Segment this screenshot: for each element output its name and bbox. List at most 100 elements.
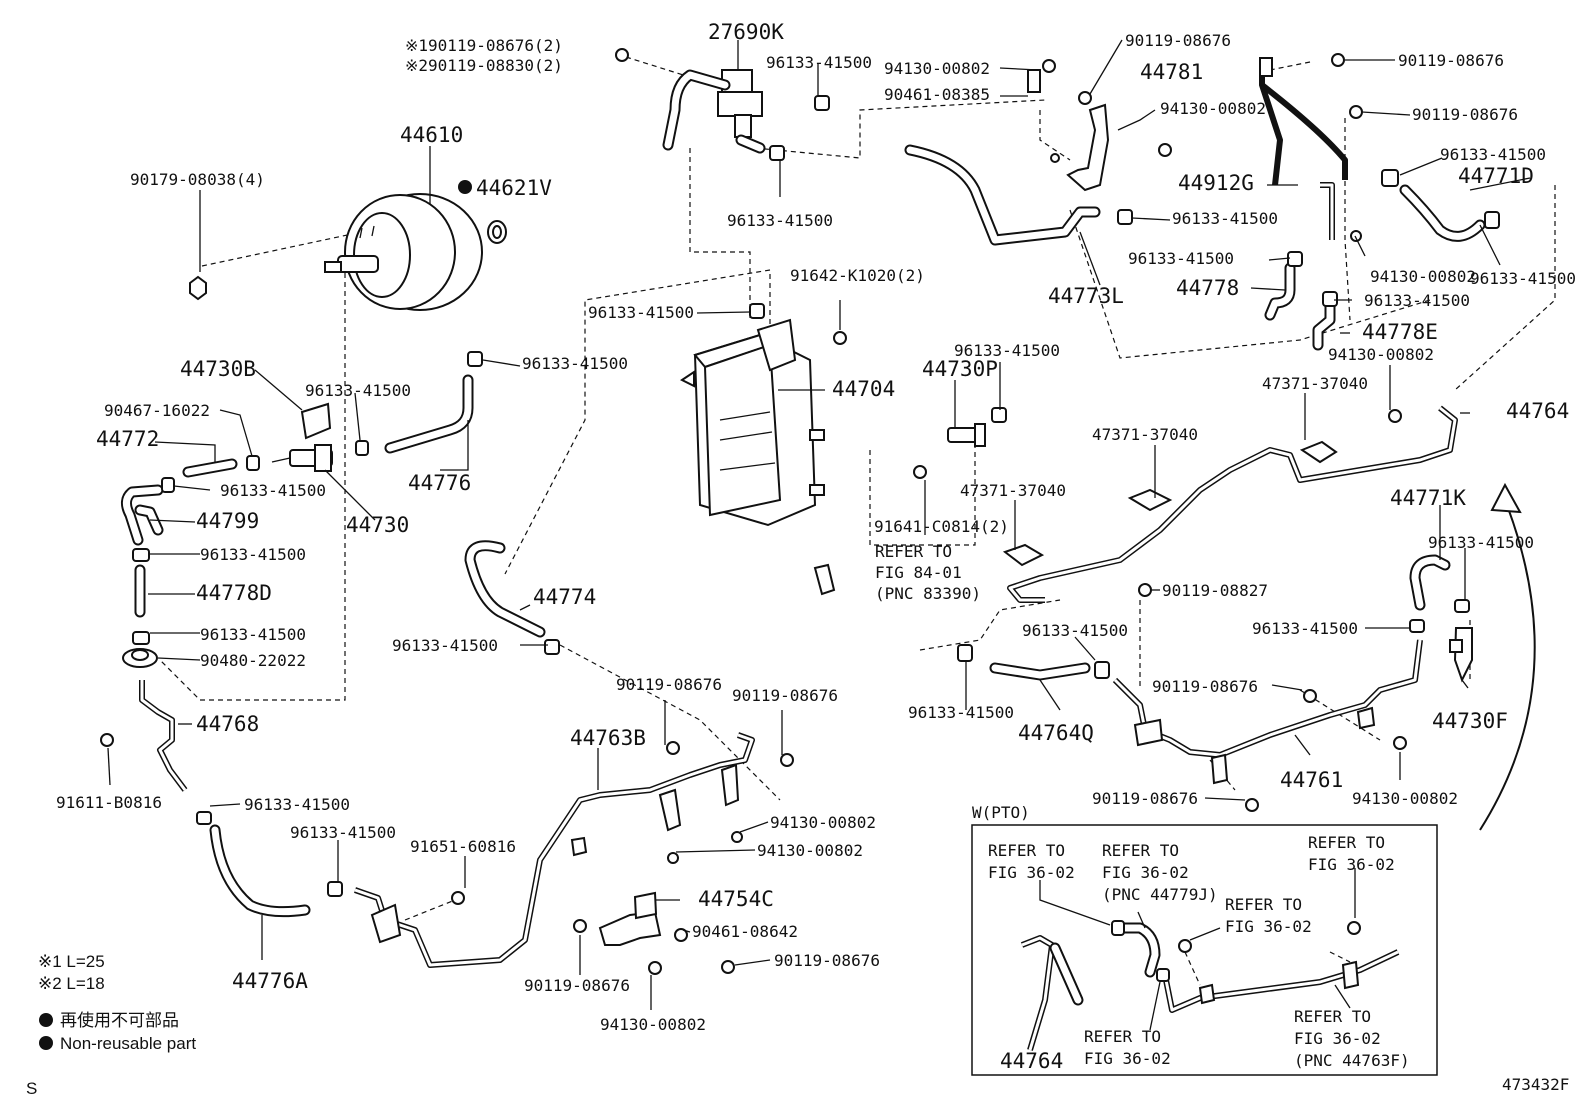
- direction-arrow: [1479, 499, 1536, 831]
- label-44772: 44772: [96, 427, 159, 451]
- label-44730B: 44730B: [180, 357, 256, 381]
- legend-note2: ※2 L=18: [38, 974, 105, 993]
- sensor-83390: [813, 563, 836, 596]
- label-refer-84-c: (PNC 83390): [875, 584, 981, 603]
- label-44764: 44764: [1506, 399, 1569, 423]
- label-clip-low: 96133-41500: [908, 703, 1014, 722]
- grommet-90480: [122, 648, 158, 668]
- inset-pto: W(PTO) REFER TO FIG 36-02 REFER TO FIG 3…: [971, 803, 1438, 1076]
- label-clip-44730F: 96133-41500: [1252, 619, 1358, 638]
- label-94130-e: 94130-00802: [1352, 789, 1458, 808]
- label-clip-44764Q: 96133-41500: [1022, 621, 1128, 640]
- label-44776: 44776: [408, 471, 471, 495]
- label-94130-g: 94130-00802: [757, 841, 863, 860]
- label-clip-44771K: 96133-41500: [1428, 533, 1534, 552]
- direction-arrowhead: [1490, 482, 1522, 514]
- corner-mark: S: [26, 1079, 37, 1098]
- label-clip-booster: 96133-41500: [522, 354, 628, 373]
- label-90119-d: 90119-08827: [1162, 581, 1268, 600]
- label-44774: 44774: [533, 585, 596, 609]
- label-94130-d: 94130-00802: [1328, 345, 1434, 364]
- label-44621V: 44621V: [476, 176, 552, 200]
- inset-label-44764: 44764: [1000, 1049, 1063, 1073]
- label-44912G: 44912G: [1178, 171, 1254, 195]
- label-clip-44778D: 96133-41500: [200, 545, 306, 564]
- legend-note1: ※1 L=25: [38, 952, 105, 971]
- label-44781: 44781: [1140, 60, 1203, 84]
- label-90119-a: 90119-08676: [1125, 31, 1231, 50]
- label-44730: 44730: [346, 513, 409, 537]
- bolts-and-nuts: [100, 48, 1407, 975]
- label-44730F: 44730F: [1432, 709, 1508, 733]
- label-clip-44774: 96133-41500: [392, 636, 498, 655]
- label-90119-g: 90119-08676: [1152, 677, 1258, 696]
- label-90119-f: 90119-08676: [732, 686, 838, 705]
- label-44768: 44768: [196, 712, 259, 736]
- fitting-44730P: [947, 423, 986, 447]
- legend-bullet-jp-icon: [39, 1013, 53, 1027]
- inset-ref4-a: REFER TO: [1308, 833, 1385, 852]
- label-90461-a: 90461-08385: [884, 85, 990, 104]
- brake-booster-44610: [324, 193, 483, 311]
- label-44799: 44799: [196, 509, 259, 533]
- label-clip-91611: 96133-41500: [244, 795, 350, 814]
- non-reusable-marker-icon: [458, 180, 472, 194]
- inset-ref4-b: FIG 36-02: [1308, 855, 1395, 874]
- label-90119-b: 90119-08676: [1398, 51, 1504, 70]
- legend-nonreusable-jp: 再使用不可部品: [60, 1010, 179, 1030]
- clip-47371-c: [1002, 543, 1045, 567]
- label-90179: 90179-08038(4): [130, 170, 265, 189]
- label-44778D: 44778D: [196, 581, 272, 605]
- label-clip-44730: 96133-41500: [305, 381, 411, 400]
- label-90461-b: 90461-08642: [692, 922, 798, 941]
- part-labels: 27690K ※190119-08676(2) ※290119-08830(2)…: [56, 20, 1576, 1034]
- leader-lines: [107, 39, 1531, 1010]
- bracket-44912G: [1259, 57, 1348, 240]
- label-44704: 44704: [832, 377, 895, 401]
- label-44610: 44610: [400, 123, 463, 147]
- legend-nonreusable-en: Non-reusable part: [60, 1034, 196, 1053]
- inset-ref6-c: (PNC 44763F): [1294, 1051, 1410, 1070]
- diagram-id: 473432F: [1502, 1075, 1569, 1094]
- label-44764Q: 44764Q: [1018, 721, 1094, 745]
- nut-90179: [189, 275, 207, 301]
- label-ref1: ※190119-08676(2): [405, 36, 563, 55]
- label-clip-mid2: 96133-41500: [1128, 249, 1234, 268]
- pipe-44763B-brackets: [370, 763, 740, 944]
- legend: ※1 L=25 ※2 L=18 再使用不可部品 Non-reusable par…: [26, 952, 1569, 1098]
- label-clip-44772: 96133-41500: [220, 481, 326, 500]
- label-refer-84-a: REFER TO: [875, 542, 952, 561]
- label-44761: 44761: [1280, 768, 1343, 792]
- inset-ref1-a: REFER TO: [988, 841, 1065, 860]
- label-47371-b: 47371-37040: [1092, 425, 1198, 444]
- label-ref2: ※290119-08830(2): [405, 56, 563, 75]
- inset-ref6-b: FIG 36-02: [1294, 1029, 1381, 1048]
- label-90119-c: 90119-08676: [1412, 105, 1518, 124]
- legend-bullet-en-icon: [39, 1036, 53, 1050]
- inset-ref5-a: REFER TO: [1084, 1027, 1161, 1046]
- label-90480: 90480-22022: [200, 651, 306, 670]
- seal-44621V: [487, 220, 507, 244]
- label-clip-r1: 96133-41500: [1440, 145, 1546, 164]
- label-44771K: 44771K: [1390, 486, 1466, 510]
- label-91611: 91611-B0816: [56, 793, 162, 812]
- label-47371-a: 47371-37040: [1262, 374, 1368, 393]
- label-clip-44730P: 96133-41500: [954, 341, 1060, 360]
- label-clip-tank: 96133-41500: [588, 303, 694, 322]
- clip-47371-b: [1127, 488, 1173, 512]
- inset-title: W(PTO): [972, 803, 1030, 822]
- label-44754C: 44754C: [698, 887, 774, 911]
- label-90119-i: 90119-08676: [774, 951, 880, 970]
- assembly-lines: [159, 56, 1556, 921]
- label-clip-under27: 96133-41500: [727, 211, 833, 230]
- vacuum-switching-valve-27690K: [662, 69, 766, 154]
- label-94130-h: 94130-00802: [600, 1015, 706, 1034]
- label-44776A: 44776A: [232, 969, 308, 993]
- check-valve-44730: [271, 444, 333, 472]
- inset-ref3-a: REFER TO: [1225, 895, 1302, 914]
- valve-44730B: [300, 402, 332, 440]
- label-clip-mid3: 96133-41500: [1364, 291, 1470, 310]
- label-44730P: 44730P: [922, 357, 998, 381]
- label-clip-mid1: 96133-41500: [1172, 209, 1278, 228]
- clip-47371-a: [1299, 440, 1338, 464]
